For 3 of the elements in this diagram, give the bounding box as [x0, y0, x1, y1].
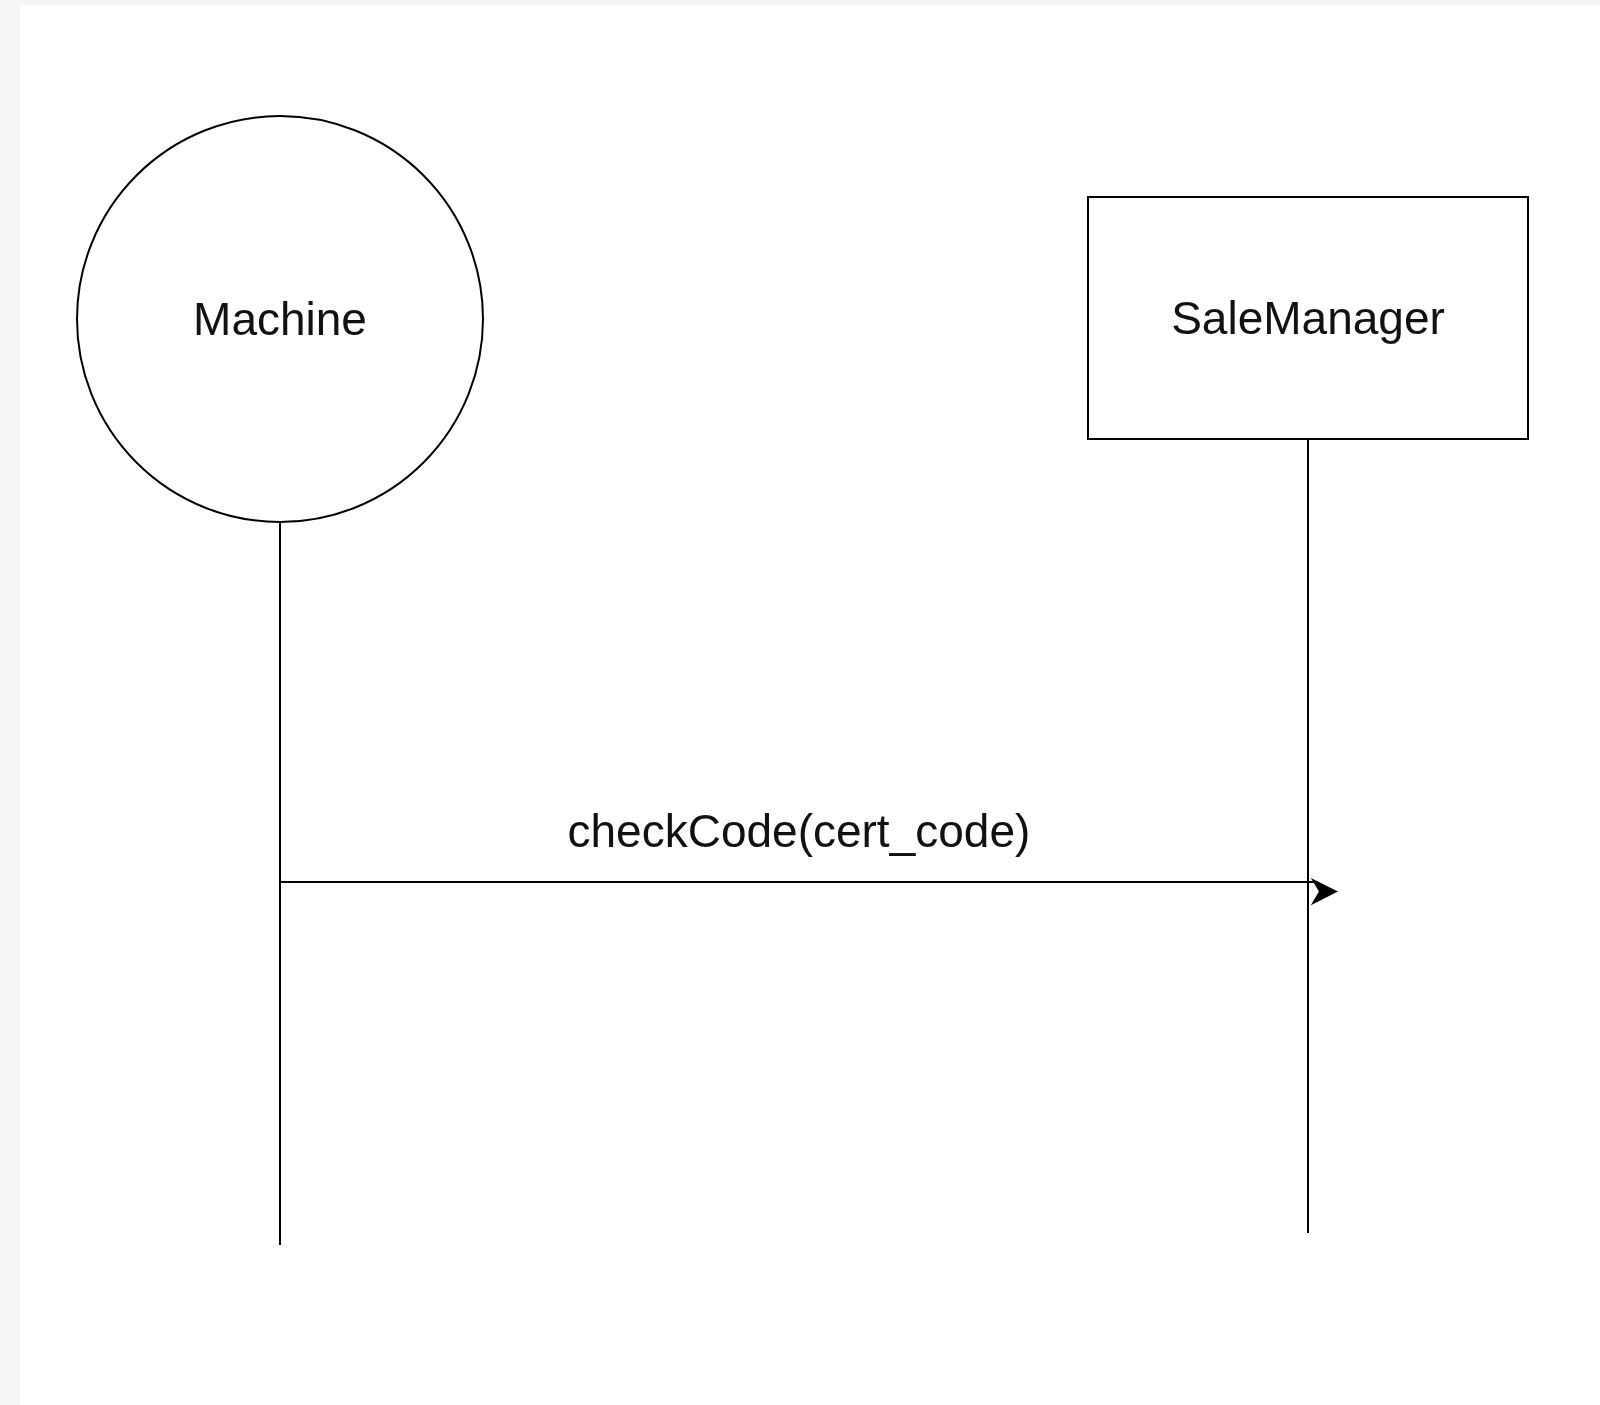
participant-name: SaleManager	[1171, 291, 1445, 345]
participant-name: Machine	[193, 292, 367, 346]
message-arrow	[279, 878, 1338, 906]
